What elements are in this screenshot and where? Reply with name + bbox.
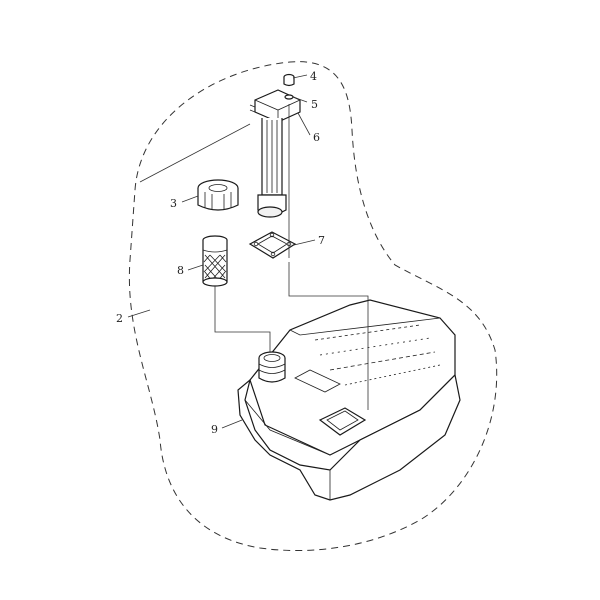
callout-3: 3	[170, 197, 177, 210]
gasket	[248, 231, 297, 259]
washer	[284, 94, 294, 100]
fuel-tank	[237, 299, 461, 501]
callout-7: 7	[318, 234, 325, 247]
callout-9: 9	[211, 423, 218, 436]
rubber-grommet	[197, 179, 239, 211]
assembly-lines	[139, 104, 369, 410]
filter-strainer	[202, 235, 228, 287]
callout-5: 5	[311, 98, 318, 111]
callout-leaders	[127, 74, 316, 429]
fuel-level-sender	[249, 89, 301, 218]
callout-4: 4	[310, 70, 317, 83]
callout-6: 6	[313, 131, 320, 144]
screw	[283, 73, 295, 87]
callout-2: 2	[116, 312, 123, 325]
callout-8: 8	[177, 264, 184, 277]
assembly-boundary-dashed	[128, 61, 498, 552]
